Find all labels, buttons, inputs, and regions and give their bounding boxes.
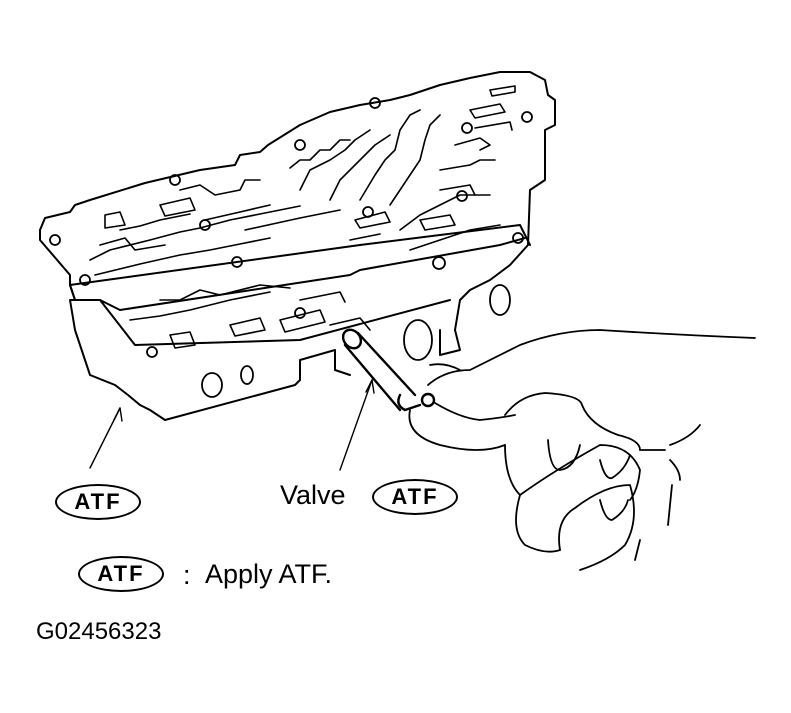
- valve-label: Valve: [280, 480, 346, 510]
- valve-body: [39, 71, 556, 421]
- valve-body-channels: [89, 85, 516, 349]
- leader-lines: [89, 379, 375, 471]
- callout-valve-atf: ATF: [372, 479, 458, 515]
- callout-body-atf: ATF: [55, 484, 141, 520]
- bolt-holes: [49, 97, 533, 398]
- atf-label: ATF: [391, 484, 439, 509]
- figure-code: G02456323: [36, 618, 162, 645]
- hand: [408, 329, 756, 571]
- valve-part: [341, 328, 436, 412]
- legend-text: Apply ATF.: [205, 559, 333, 589]
- atf-label: ATF: [97, 561, 145, 586]
- legend-atf-symbol: ATF: [78, 556, 164, 592]
- legend-separator: :: [183, 560, 191, 590]
- atf-label: ATF: [74, 489, 122, 514]
